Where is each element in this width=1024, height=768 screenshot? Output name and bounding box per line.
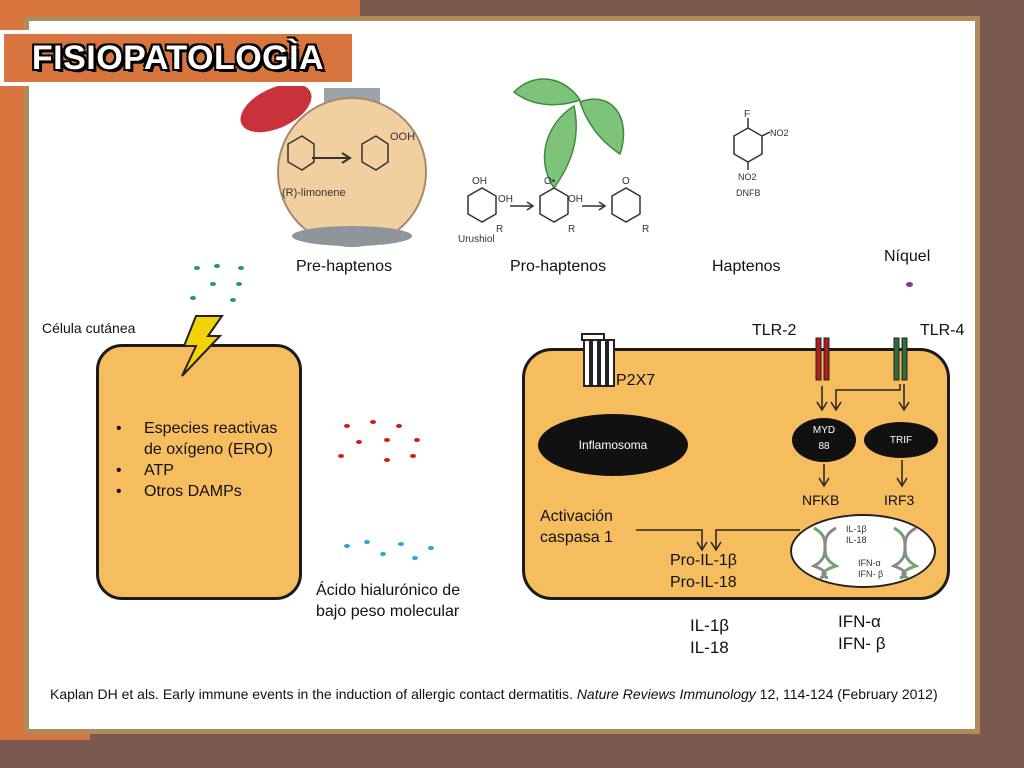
leaf-right [579,98,625,156]
urushiol-ring [467,187,497,223]
r-label-1: R [496,224,503,235]
perfume-bottle-illustration: OOH (R)-limonene [240,86,427,247]
pre-haptenos-label: Pre-haptenos [296,258,393,275]
myd88-label-2: 88 [818,441,830,452]
pro-haptenos-label: Pro-haptenos [510,258,607,275]
r-label-2: R [568,224,575,235]
niquel-label: Níquel [884,248,931,265]
red-dot [370,420,376,424]
activacion-label-1: Activación [540,508,613,525]
list-item: Especies reactivas de oxígeno (ERO) [112,418,292,460]
limonene-ring [287,135,315,171]
myd88-node: MYD 88 [792,418,856,462]
acido-hialuronico-label-2: bajo peso molecular [316,603,460,620]
nucleus-il18-label: IL-18 [846,535,867,545]
green-dot [230,298,236,302]
o-label: O [622,176,630,187]
green-dot [210,282,216,286]
nfkb-label: NFKB [802,492,840,508]
red-dot [338,454,344,458]
oh-label-1: OH [472,176,487,187]
il18-output-label: IL-18 [690,638,729,657]
damp-list: Especies reactivas de oxígeno (ERO) ATP … [112,418,292,502]
red-dot [410,454,416,458]
green-dot [238,266,244,270]
green-dot [236,282,242,286]
red-dot [384,458,390,462]
bottle-base [292,226,412,246]
oh-label-3: OH [568,194,583,205]
ifna-output-label: IFN-α [838,612,881,631]
red-cap-blob [240,86,312,133]
acido-hialuronico-label-1: Ácido hialurónico de [316,582,461,599]
blue-dot [380,552,386,556]
haptenos-label: Haptenos [712,258,781,275]
celula-cutanea-label: Célula cutánea [42,320,136,336]
nucleus-il1b-label: IL-1β [846,524,867,534]
red-dot [384,438,390,442]
fluorine-label: F [744,109,750,120]
citation-journal: Nature Reviews Immunology [576,686,756,702]
pro-il18-label: Pro-IL-18 [670,574,737,591]
blue-dot [398,542,404,546]
page-title: FISIOPATOLOGÌA [31,38,325,77]
blue-dot [412,556,418,560]
irf3-label: IRF3 [884,492,915,508]
red-dot [396,424,402,428]
red-dot [344,424,350,428]
tlr4-label: TLR-4 [920,322,965,339]
blue-dot [364,540,370,544]
green-dot [214,264,220,268]
lightning-bolt-icon [181,315,224,377]
citation-text: Kaplan DH et als. Early immune events in… [50,686,577,702]
blue-dot [344,544,350,548]
citation: Kaplan DH et als. Early immune events in… [50,684,960,704]
nucleus [790,514,936,588]
p2x7-label: P2X7 [616,372,656,389]
tlr2-label: TLR-2 [752,322,797,339]
leaf-left [512,78,582,106]
citation-details: 12, 114-124 (February 2012) [755,686,938,702]
dna-helix-icon [810,526,840,580]
oh-label-2: OH [498,194,513,205]
nickel-dot [906,282,913,287]
limonene-label: (R)-limonene [282,187,346,199]
green-dot [190,296,196,300]
dnfb-label: DNFB [736,188,761,198]
signaling-arrows [636,384,910,552]
urushiol-label: Urushiol [458,234,495,245]
tlr2-receptor-icon [815,337,830,381]
dna-helix-icon [890,526,920,580]
red-dot [356,440,362,444]
p2x7-receptor-icon [581,333,615,387]
semiquinone-ring [539,187,569,223]
il1b-output-label: IL-1β [690,616,730,635]
hydroperoxide-ring [361,135,389,171]
myd88-label-1: MYD [812,425,836,436]
bottle-body [277,97,427,247]
green-dot [194,266,200,270]
red-dot [414,438,420,442]
poison-ivy-illustration: OH OH O• OH O R R R Urushiol [458,78,649,245]
dnfb-structure: F NO2 NO2 DNFB [733,109,789,198]
nucleus-ifna-label: IFN-α [858,558,881,568]
o-radical-label: O• [544,176,556,187]
quinone-ring [611,187,641,223]
no2-label-1: NO2 [770,128,789,138]
ooh-label: OOH [390,131,415,143]
blue-dot [428,546,434,550]
pro-il1b-label: Pro-IL-1β [670,552,737,569]
trif-node: TRIF [864,422,938,458]
r-label-3: R [642,224,649,235]
title-banner: FISIOPATOLOGÌA [0,30,356,86]
ifnb-output-label: IFN- β [838,634,886,653]
inflamosoma: Inflamosoma [538,414,688,476]
activacion-label-2: caspasa 1 [540,529,613,546]
bottom-band [0,740,1024,768]
list-item: Otros DAMPs [112,481,292,502]
nucleus-ifnb-label: IFN- β [858,569,884,579]
no2-label-2: NO2 [738,172,757,182]
list-item: ATP [112,460,292,481]
tlr4-receptor-icon [893,337,908,381]
